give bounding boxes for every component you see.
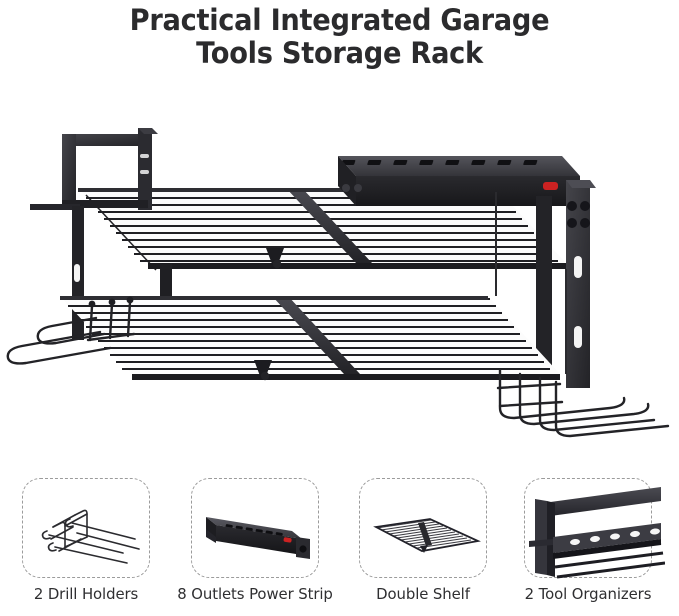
feature-double-shelf: Double Shelf [348, 474, 498, 616]
tool-organizer-bracket-icon [529, 487, 665, 579]
product-hero-image [0, 88, 679, 470]
tool-organizer-hooks [496, 368, 670, 438]
feature-caption-drill-holders: 2 Drill Holders [33, 585, 139, 603]
feature-drill-holders: 2 Drill Holders [11, 474, 161, 616]
title-line-1: Practical Integrated Garage [129, 3, 550, 37]
power-switch-icon [283, 537, 292, 543]
feature-caption-power-strip: 8 Outlets Power Strip [177, 585, 333, 603]
drill-holder-hooks [6, 300, 136, 365]
power-strip-bar-icon [206, 517, 310, 559]
feature-tool-organizers: 2 Tool Organizers [513, 474, 665, 616]
feature-caption-double-shelf: Double Shelf [376, 585, 470, 603]
feature-box-tool-organizers [524, 478, 665, 579]
top-shelf-mesh [78, 188, 566, 271]
bottom-shelf-mesh [60, 296, 560, 381]
rack-structure-lines [495, 192, 567, 374]
power-switch [543, 182, 558, 190]
title-line-2: Tools Storage Rack [196, 36, 483, 70]
feature-box-double-shelf [359, 478, 487, 578]
right-mounting-bracket [536, 180, 596, 388]
feature-strip: 2 Drill Holders [0, 474, 679, 616]
power-strip-bar [338, 156, 580, 206]
wire-mesh-shelf-icon [373, 518, 481, 553]
feature-box-power-strip [191, 478, 319, 578]
feature-caption-tool-organizers: 2 Tool Organizers [524, 585, 652, 603]
drill-holder-wireframe-icon [41, 509, 140, 564]
page-title: Practical Integrated Garage Tools Storag… [0, 0, 679, 70]
feature-power-strip: 8 Outlets Power Strip [177, 474, 333, 616]
drill-holder-mounts [88, 296, 134, 308]
feature-box-drill-holders [22, 478, 150, 578]
